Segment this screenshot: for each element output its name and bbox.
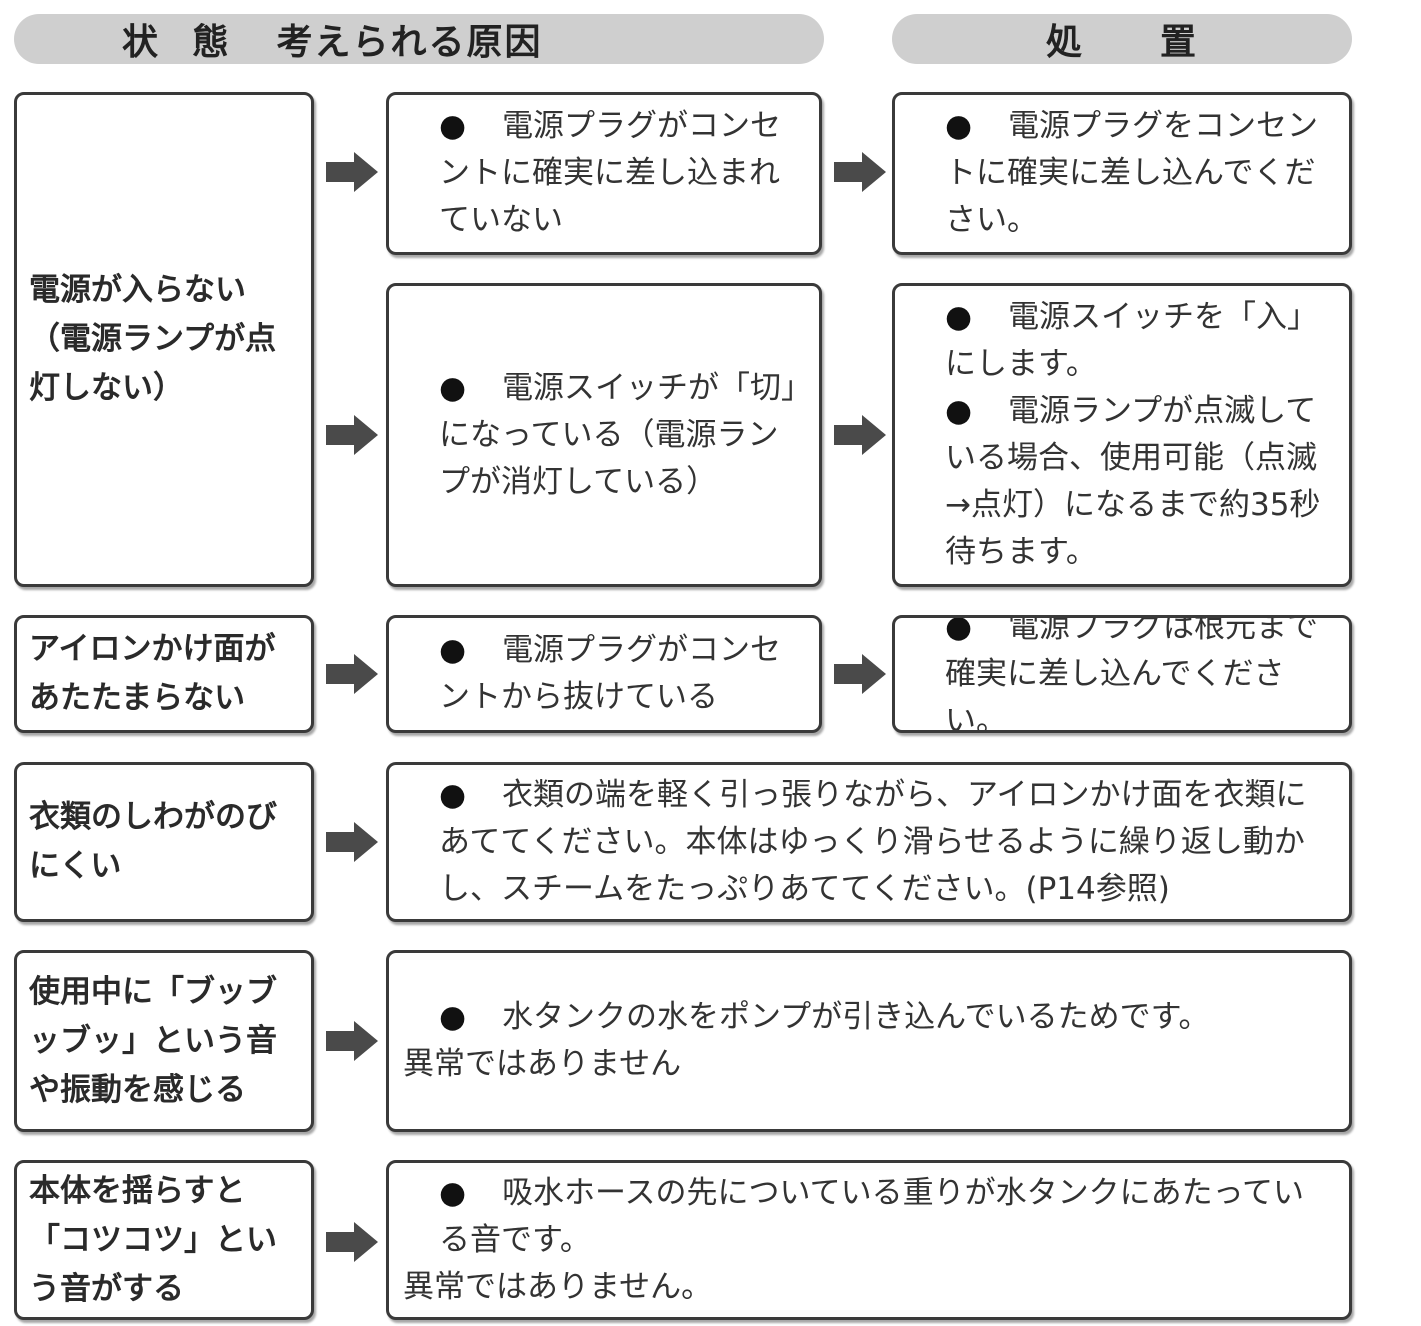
action-pump-noise: 水タンクの水をポンプが引き込んでいるためです。 異常ではありません xyxy=(386,950,1352,1132)
arrow-right-icon xyxy=(326,1222,378,1262)
cause-text: 電源スイッチが「切」になっている（電源ランプが消灯している） xyxy=(439,365,805,506)
state-label: アイロンかけ面があたたまらない xyxy=(29,631,276,716)
state-label: 電源が入らない（電源ランプが点灯しない） xyxy=(29,272,277,406)
cause-switch-off: 電源スイッチが「切」になっている（電源ランプが消灯している） xyxy=(386,283,822,587)
action-weight-noise: 吸水ホースの先についている重りが水タンクにあたっている音です。 異常ではありませ… xyxy=(386,1160,1352,1320)
state-label: 衣類のしわがのびにくい xyxy=(29,799,277,884)
state-not-heating: アイロンかけ面があたたまらない xyxy=(14,615,314,733)
action-text: 異常ではありません。 xyxy=(403,1268,713,1305)
action-text: 異常ではありません xyxy=(403,1046,682,1082)
cause-plug-unplugged: 電源プラグがコンセントから抜けている xyxy=(386,615,822,733)
state-label: 使用中に「ブッブッブッ」という音や振動を感じる xyxy=(29,973,277,1108)
header-cause: 考えられる原因 xyxy=(276,22,543,63)
arrow-right-icon xyxy=(326,1021,378,1061)
cause-plug-not-inserted: 電源プラグがコンセントに確実に差し込まれていない xyxy=(386,92,822,255)
action-text: 電源ランプが点滅している場合、使用可能（点滅→点灯）になるまで約35秒待ちます。 xyxy=(945,388,1335,576)
state-label: 本体を揺らすと「コツコツ」という音がする xyxy=(29,1172,277,1307)
action-text: 衣類の端を軽く引っ張りながら、アイロンかけ面を衣類にあててください。本体はゆっく… xyxy=(439,772,1335,913)
action-turn-on-switch: 電源スイッチを「入」にします。 電源ランプが点滅している場合、使用可能（点滅→点… xyxy=(892,283,1352,587)
arrow-right-icon xyxy=(834,152,886,192)
state-no-power: 電源が入らない（電源ランプが点灯しない） xyxy=(14,92,314,587)
action-wrinkles: 衣類の端を軽く引っ張りながら、アイロンかけ面を衣類にあててください。本体はゆっく… xyxy=(386,762,1352,922)
header-bar-action: 処 置 xyxy=(892,14,1352,64)
cause-text: 電源プラグがコンセントから抜けている xyxy=(439,627,805,721)
arrow-right-icon xyxy=(834,415,886,455)
state-rattle-sound: 本体を揺らすと「コツコツ」という音がする xyxy=(14,1160,314,1320)
state-wrinkles: 衣類のしわがのびにくい xyxy=(14,762,314,922)
header-state: 状 態 xyxy=(122,22,231,63)
arrow-right-icon xyxy=(326,654,378,694)
action-text: 電源スイッチを「入」にします。 xyxy=(945,294,1335,388)
header-action: 処 置 xyxy=(1045,22,1198,63)
action-text: 電源プラグは根元まで確実に差し込んでください。 xyxy=(945,618,1335,730)
header-bar-state-cause: 状 態 考えられる原因 xyxy=(14,14,824,64)
cause-text: 電源プラグがコンセントに確実に差し込まれていない xyxy=(439,103,805,244)
action-insert-plug-fully: 電源プラグは根元まで確実に差し込んでください。 xyxy=(892,615,1352,733)
action-text: 電源プラグをコンセントに確実に差し込んでください。 xyxy=(945,103,1335,244)
action-text: 水タンクの水をポンプが引き込んでいるためです。 xyxy=(439,994,1209,1041)
action-insert-plug: 電源プラグをコンセントに確実に差し込んでください。 xyxy=(892,92,1352,255)
action-text: 吸水ホースの先についている重りが水タンクにあたっている音です。 xyxy=(439,1170,1335,1264)
arrow-right-icon xyxy=(326,822,378,862)
arrow-right-icon xyxy=(834,654,886,694)
arrow-right-icon xyxy=(326,415,378,455)
state-noise-vibration: 使用中に「ブッブッブッ」という音や振動を感じる xyxy=(14,950,314,1132)
arrow-right-icon xyxy=(326,152,378,192)
